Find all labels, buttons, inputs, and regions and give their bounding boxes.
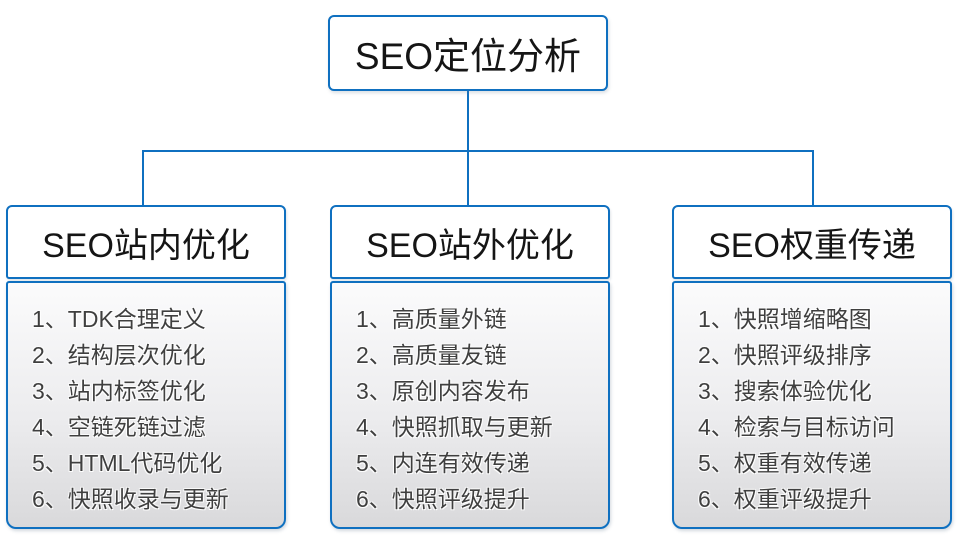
column-weight-header: SEO权重传递 — [672, 205, 952, 279]
column-weight-title: SEO权重传递 — [708, 226, 916, 265]
list-item: 5、权重有效传递 — [698, 450, 872, 476]
column-weight-transfer: SEO权重传递 1、快照增缩略图 2、快照评级排序 3、搜索体验优化 4、检索与… — [672, 205, 952, 529]
list-item: 6、快照收录与更新 — [32, 486, 229, 512]
list-item: 2、结构层次优化 — [32, 342, 206, 368]
column-onsite-optimization: SEO站内优化 1、TDK合理定义 2、结构层次优化 3、站内标签优化 4、空链… — [6, 205, 286, 529]
list-item: 5、内连有效传递 — [356, 450, 530, 476]
list-item: 3、站内标签优化 — [32, 378, 206, 404]
list-item: 2、快照评级排序 — [698, 342, 872, 368]
list-item: 1、快照增缩略图 — [698, 306, 872, 332]
list-item: 2、高质量友链 — [356, 342, 507, 368]
list-item: 6、快照评级提升 — [356, 486, 530, 512]
connector-middle-drop — [467, 150, 469, 205]
list-item: 6、权重评级提升 — [698, 486, 872, 512]
connector-horizontal — [142, 150, 814, 152]
list-item: 1、TDK合理定义 — [32, 306, 206, 332]
root-node-title: SEO定位分析 — [354, 36, 582, 77]
column-offsite-list: 1、高质量外链 2、高质量友链 3、原创内容发布 4、快照抓取与更新 5、内连有… — [330, 281, 610, 529]
list-item: 1、高质量外链 — [356, 306, 507, 332]
column-offsite-title: SEO站外优化 — [366, 226, 574, 265]
list-item: 4、检索与目标访问 — [698, 414, 895, 440]
list-item: 5、HTML代码优化 — [32, 450, 223, 476]
list-item: 3、搜索体验优化 — [698, 378, 872, 404]
list-item: 4、快照抓取与更新 — [356, 414, 553, 440]
column-weight-list: 1、快照增缩略图 2、快照评级排序 3、搜索体验优化 4、检索与目标访问 5、权… — [672, 281, 952, 529]
column-onsite-list: 1、TDK合理定义 2、结构层次优化 3、站内标签优化 4、空链死链过滤 5、H… — [6, 281, 286, 529]
column-onsite-title: SEO站内优化 — [42, 226, 250, 265]
connector-right-drop — [812, 150, 814, 205]
root-node: SEO定位分析 — [328, 15, 608, 91]
column-offsite-header: SEO站外优化 — [330, 205, 610, 279]
column-onsite-header: SEO站内优化 — [6, 205, 286, 279]
column-offsite-optimization: SEO站外优化 1、高质量外链 2、高质量友链 3、原创内容发布 4、快照抓取与… — [330, 205, 610, 529]
list-item: 4、空链死链过滤 — [32, 414, 206, 440]
connector-left-drop — [142, 150, 144, 205]
connector-root-vertical — [467, 91, 469, 151]
list-item: 3、原创内容发布 — [356, 378, 530, 404]
